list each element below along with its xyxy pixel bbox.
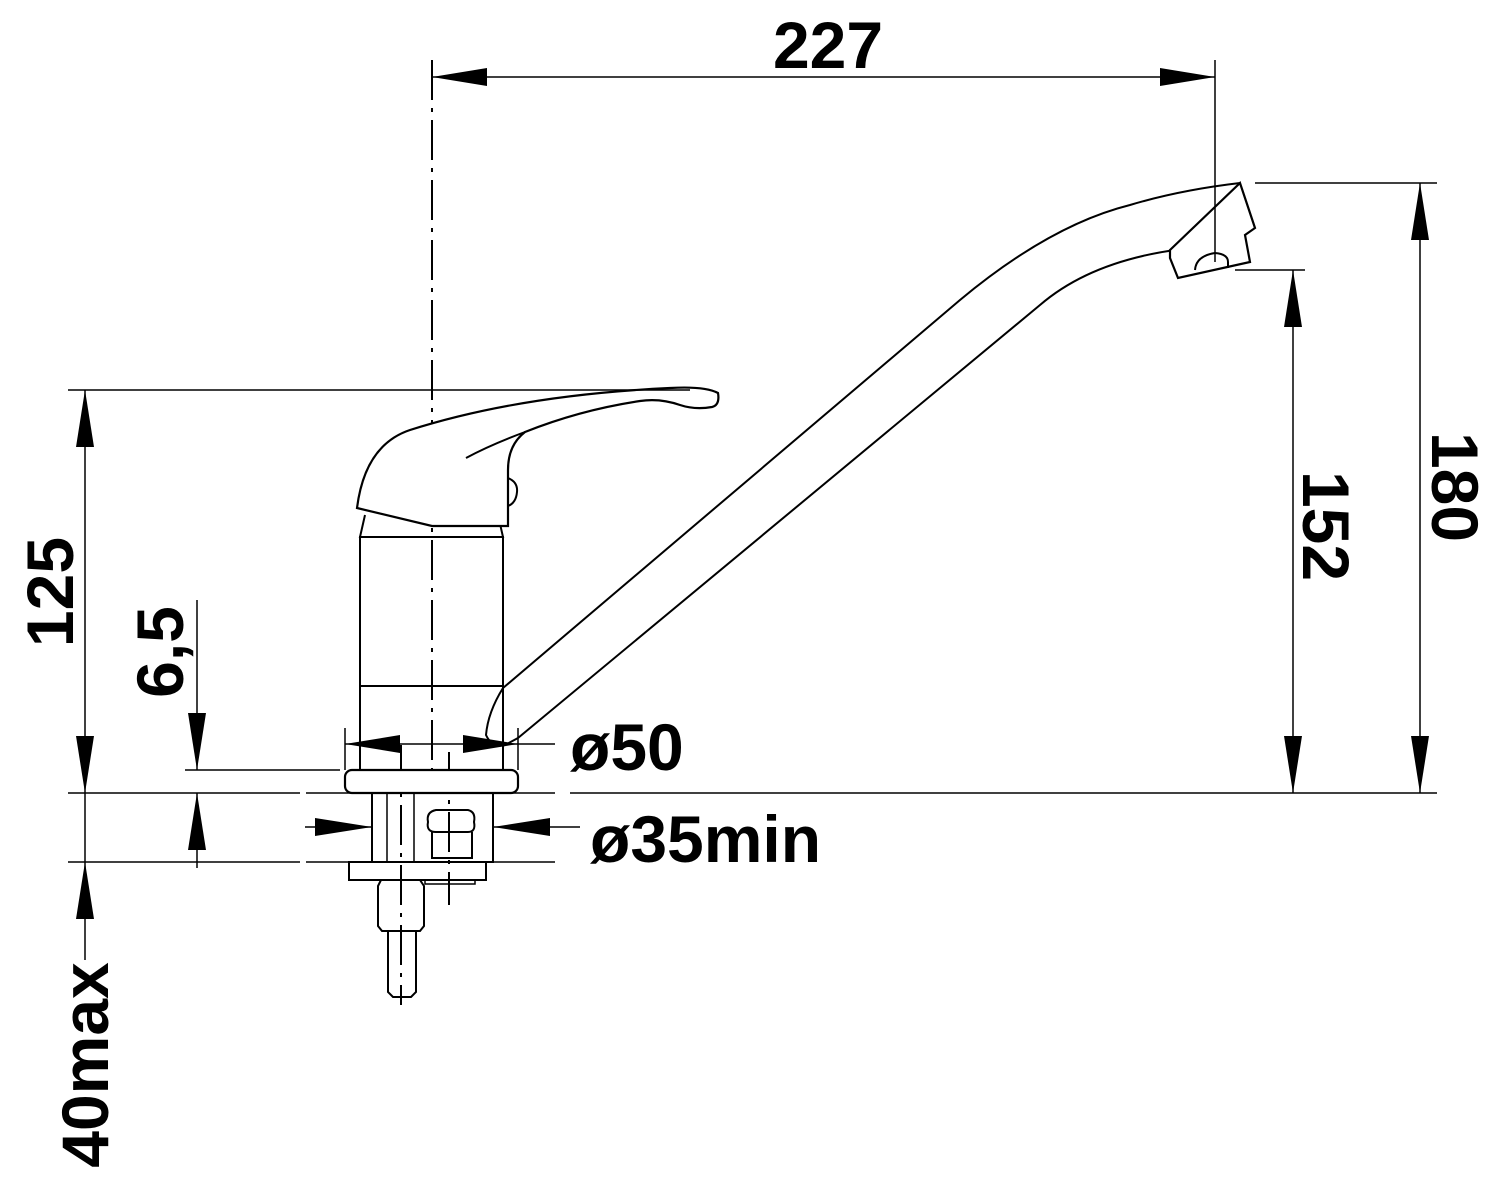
dimension-hole-diameter: ø35min [305, 802, 821, 876]
dimension-label-125: 125 [13, 537, 87, 647]
aerator [1168, 181, 1257, 280]
dimension-label-227: 227 [773, 8, 883, 82]
dimension-flange-height: 6,5 [123, 600, 340, 868]
base-flange [343, 768, 520, 795]
spout [484, 181, 1257, 747]
dimension-lever-height: 125 [13, 389, 690, 793]
faucet-body [343, 514, 520, 998]
dimension-label-180: 180 [1418, 432, 1492, 542]
dimension-label-6-5: 6,5 [123, 606, 197, 698]
dimension-label-o35min: ø35min [590, 802, 821, 876]
nut [377, 879, 425, 932]
lever-handle [355, 386, 720, 528]
dimension-base-diameter: ø50 [344, 710, 684, 784]
dimension-outlet-height: 152 [1235, 269, 1363, 793]
dimension-total-height: 180 [1255, 182, 1492, 793]
washer [348, 861, 487, 881]
dimension-label-o50: ø50 [570, 710, 684, 784]
dimension-spout-reach: 227 [432, 8, 1216, 262]
dimension-label-152: 152 [1289, 471, 1363, 581]
dimension-label-40max: 40max [48, 962, 122, 1168]
dimension-counter-thickness: 40max [48, 793, 122, 1168]
